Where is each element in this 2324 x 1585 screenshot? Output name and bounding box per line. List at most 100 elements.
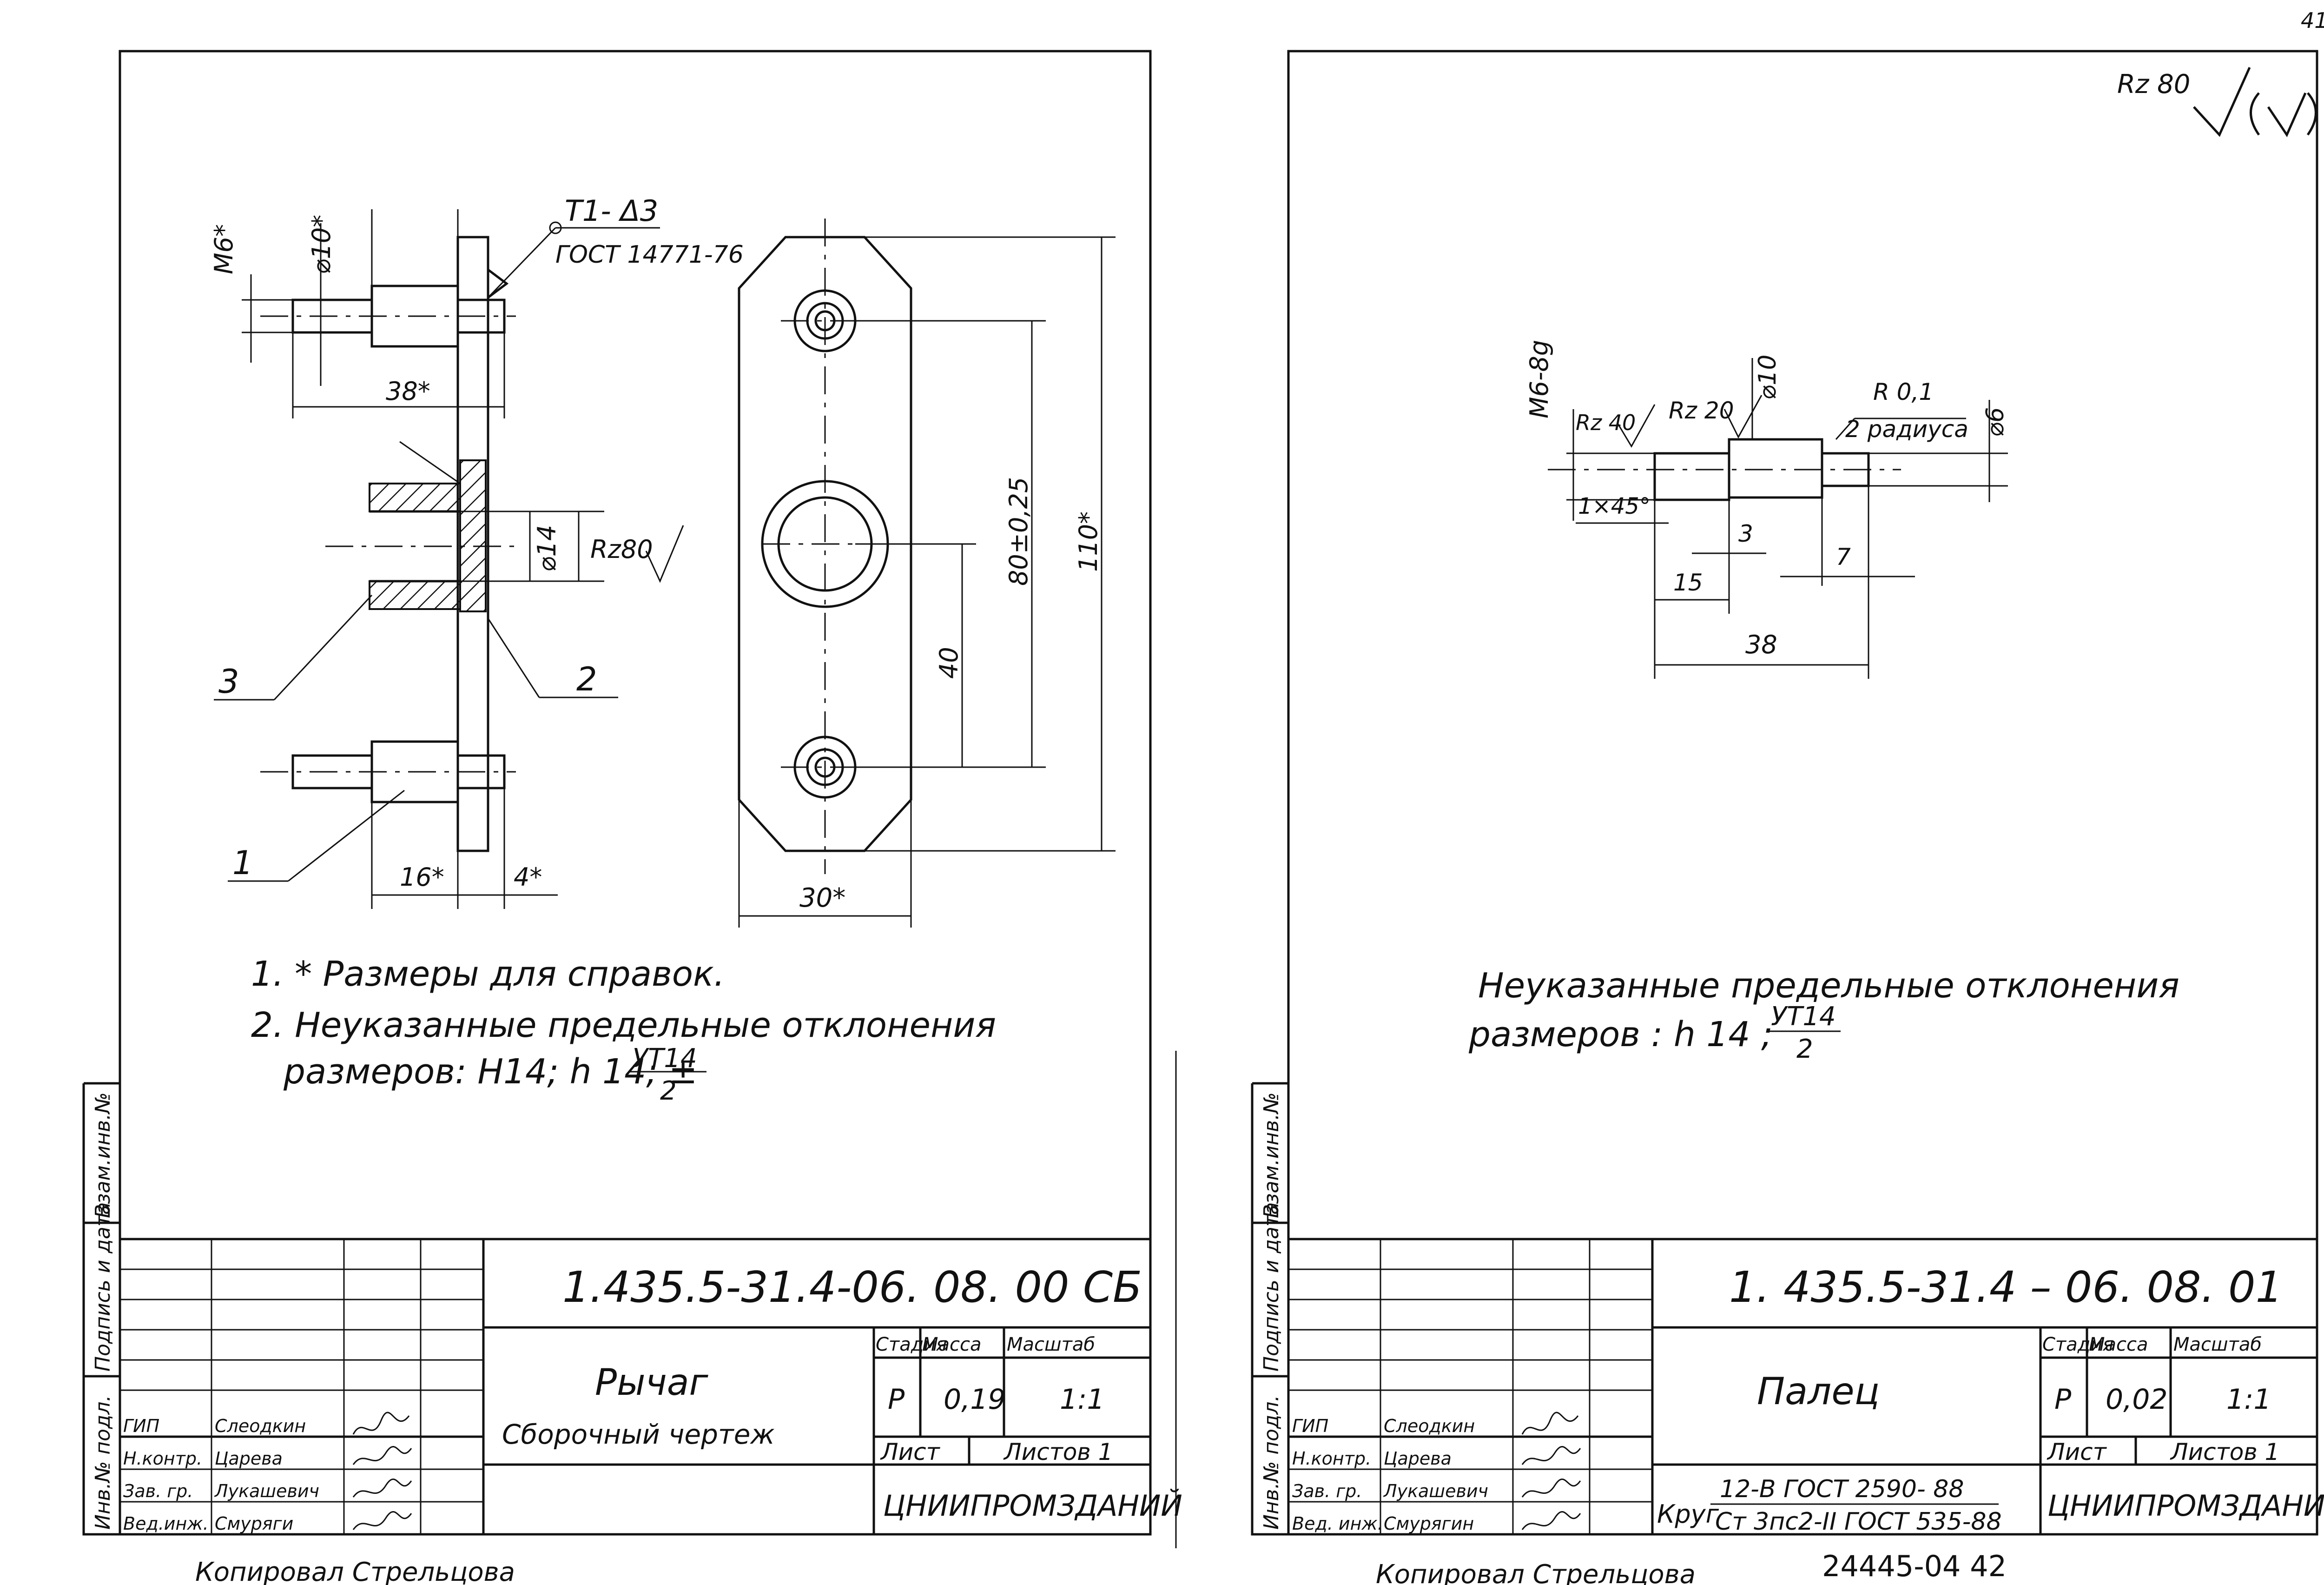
right-stamp-inv: Инв.№ подл. bbox=[1260, 1395, 1283, 1530]
left-role-2: Зав. гр. bbox=[123, 1481, 193, 1501]
roughness-symbol bbox=[2193, 66, 2251, 137]
dim-16: 16* bbox=[400, 862, 444, 892]
right-note-frac-den: 2 bbox=[1796, 1034, 1813, 1064]
dim-m6-8g: M6-8g bbox=[1525, 340, 1554, 418]
left-sheets-label: Листов 1 bbox=[1003, 1439, 1113, 1466]
left-name: Рычаг bbox=[595, 1362, 709, 1404]
right-signature-0 bbox=[1521, 1412, 1579, 1435]
signature-1 bbox=[352, 1446, 412, 1465]
dim-40: 40 bbox=[934, 647, 964, 679]
right-person-3: Смурягин bbox=[1384, 1513, 1474, 1534]
left-stamp-inv: Инв.№ подл. bbox=[91, 1395, 115, 1530]
right-hdr-stage: Стадия bbox=[2042, 1334, 2113, 1355]
right-mass: 0,02 bbox=[2106, 1383, 2168, 1416]
right-role-3: Вед. инж. bbox=[1292, 1513, 1383, 1534]
right-person-0: Слеодкин bbox=[1384, 1416, 1475, 1436]
left-person-1: Царева bbox=[215, 1448, 283, 1469]
bottom-number: 24445-04 42 bbox=[1822, 1549, 2007, 1583]
signature-0 bbox=[352, 1412, 410, 1435]
right-org: ЦНИИПРОМЗДАНИЙ bbox=[2047, 1488, 2324, 1523]
left-title-block: 1.435.5-31.4-06. 08. 00 СБ Рычаг Сборочн… bbox=[120, 1238, 1182, 1534]
right-title-block: 1. 435.5-31.4 – 06. 08. 01 Палец Круг 12… bbox=[1288, 1238, 2324, 1536]
left-note-2: 2. Неуказанные предельные отклонения bbox=[251, 1005, 996, 1045]
left-person-0: Слеодкин bbox=[215, 1416, 306, 1436]
dim-d6: ⌀6 bbox=[1981, 407, 2009, 437]
right-frame bbox=[1287, 50, 2318, 1536]
left-name-sub: Сборочный чертеж bbox=[502, 1419, 775, 1450]
rz80-label: Rz80 bbox=[590, 535, 653, 564]
right-name: Палец bbox=[1757, 1370, 1880, 1413]
weld-gost: ГОСТ 14771-76 bbox=[555, 241, 744, 269]
right-designation: 1. 435.5-31.4 – 06. 08. 01 bbox=[1729, 1262, 2283, 1312]
left-note-frac-den: 2 bbox=[660, 1076, 677, 1106]
pin-drawing: M6-8g Rz 40 Rz 20 ⌀10 R 0,1 2 радиуса ⌀6… bbox=[1525, 340, 2009, 679]
right-sheets-label: Листов 1 bbox=[2170, 1439, 2279, 1466]
right-scale: 1:1 bbox=[2226, 1383, 2271, 1416]
left-side-view: T1- Δ3 ГОСТ 14771-76 M6* ⌀10* 38* ⌀14 Rz… bbox=[209, 194, 744, 909]
signature-3 bbox=[352, 1511, 412, 1530]
right-role-1: Н.контр. bbox=[1292, 1448, 1371, 1469]
pin-thread bbox=[1653, 452, 1730, 501]
right-role-2: Зав. гр. bbox=[1292, 1481, 1362, 1501]
left-hdr-mass: Масса bbox=[922, 1334, 982, 1355]
dim-7: 7 bbox=[1836, 544, 1851, 570]
weld-symbol: T1- Δ3 bbox=[565, 194, 658, 228]
dim-d14: ⌀14 bbox=[532, 525, 561, 572]
bushing bbox=[369, 483, 461, 512]
left-role-3: Вед.инж. bbox=[123, 1513, 209, 1534]
pos-1: 1 bbox=[232, 844, 253, 882]
left-bottom-text: Копировал Стрельцова bbox=[195, 1557, 515, 1585]
right-material-den: Ст 3пс2-II ГОСТ 535-88 bbox=[1715, 1508, 2002, 1536]
right-sheet-label: Лист bbox=[2047, 1439, 2107, 1466]
left-hdr-scale: Масштаб bbox=[1007, 1334, 1095, 1355]
dim-4: 4* bbox=[514, 862, 542, 892]
dim-30: 30* bbox=[799, 883, 845, 913]
right-rz80: Rz 80 bbox=[2117, 69, 2190, 99]
left-mass: 0,19 bbox=[944, 1383, 1006, 1416]
right-material-num: 12-В ГОСТ 2590- 88 bbox=[1720, 1475, 1964, 1503]
left-front-view: 40 80±0,25 110* 30* bbox=[738, 219, 1116, 928]
right-bottom-text: Копировал Стрельцова bbox=[1376, 1559, 1696, 1585]
right-hdr-scale: Масштаб bbox=[2173, 1334, 2262, 1355]
right-material-prefix: Круг bbox=[1657, 1499, 1719, 1529]
right-stamp-vzam: Взам.инв.№ bbox=[1260, 1092, 1283, 1218]
right-person-1: Царева bbox=[1384, 1448, 1452, 1469]
right-stamp-sign: Подпись и дата bbox=[1260, 1202, 1283, 1372]
dim-38: 38* bbox=[386, 377, 430, 406]
pos-2: 2 bbox=[576, 660, 597, 698]
rz20-label: Rz 20 bbox=[1669, 397, 1734, 424]
weld bbox=[487, 269, 509, 298]
right-signature-3 bbox=[1521, 1511, 1581, 1530]
left-stage: Р bbox=[888, 1383, 905, 1416]
left-note-3: размеров: Н14; h 14; ± bbox=[283, 1052, 698, 1092]
plate bbox=[456, 236, 489, 852]
left-person-3: Смуряги bbox=[215, 1513, 293, 1534]
right-side-stamp bbox=[1251, 1083, 1288, 1536]
pos-3: 3 bbox=[218, 663, 239, 701]
left-role-0: ГИП bbox=[123, 1416, 159, 1436]
radius2-label: 2 радиуса bbox=[1845, 416, 1968, 443]
left-org: ЦНИИПРОМЗДАНИЙ bbox=[883, 1488, 1182, 1523]
left-note-frac-num: УТ14 bbox=[632, 1043, 697, 1074]
dim-d10-right: ⌀10 bbox=[1754, 355, 1782, 400]
page-number: 41 bbox=[2301, 8, 2324, 33]
dim-3: 3 bbox=[1738, 520, 1753, 547]
signature-2 bbox=[352, 1479, 412, 1498]
left-sheet-label: Лист bbox=[880, 1439, 941, 1466]
rz40-label: Rz 40 bbox=[1576, 410, 1636, 435]
left-stamp-sign: Подпись и дата bbox=[91, 1202, 115, 1372]
left-role-1: Н.контр. bbox=[123, 1448, 202, 1469]
dim-d10: ⌀10* bbox=[307, 215, 336, 274]
dim-15: 15 bbox=[1673, 569, 1703, 596]
left-designation: 1.435.5-31.4-06. 08. 00 СБ bbox=[562, 1262, 1142, 1312]
right-role-0: ГИП bbox=[1292, 1416, 1328, 1436]
r01-label: R 0,1 bbox=[1873, 378, 1934, 405]
right-person-2: Лукашевич bbox=[1383, 1481, 1488, 1501]
dim-m6: M6* bbox=[209, 224, 238, 274]
left-scale: 1:1 bbox=[1060, 1383, 1105, 1416]
dim-80: 80±0,25 bbox=[1004, 477, 1033, 586]
right-note-frac-num: УТ14 bbox=[1771, 1001, 1836, 1032]
left-side-stamp bbox=[82, 1083, 120, 1536]
dim-38-right: 38 bbox=[1745, 630, 1777, 659]
